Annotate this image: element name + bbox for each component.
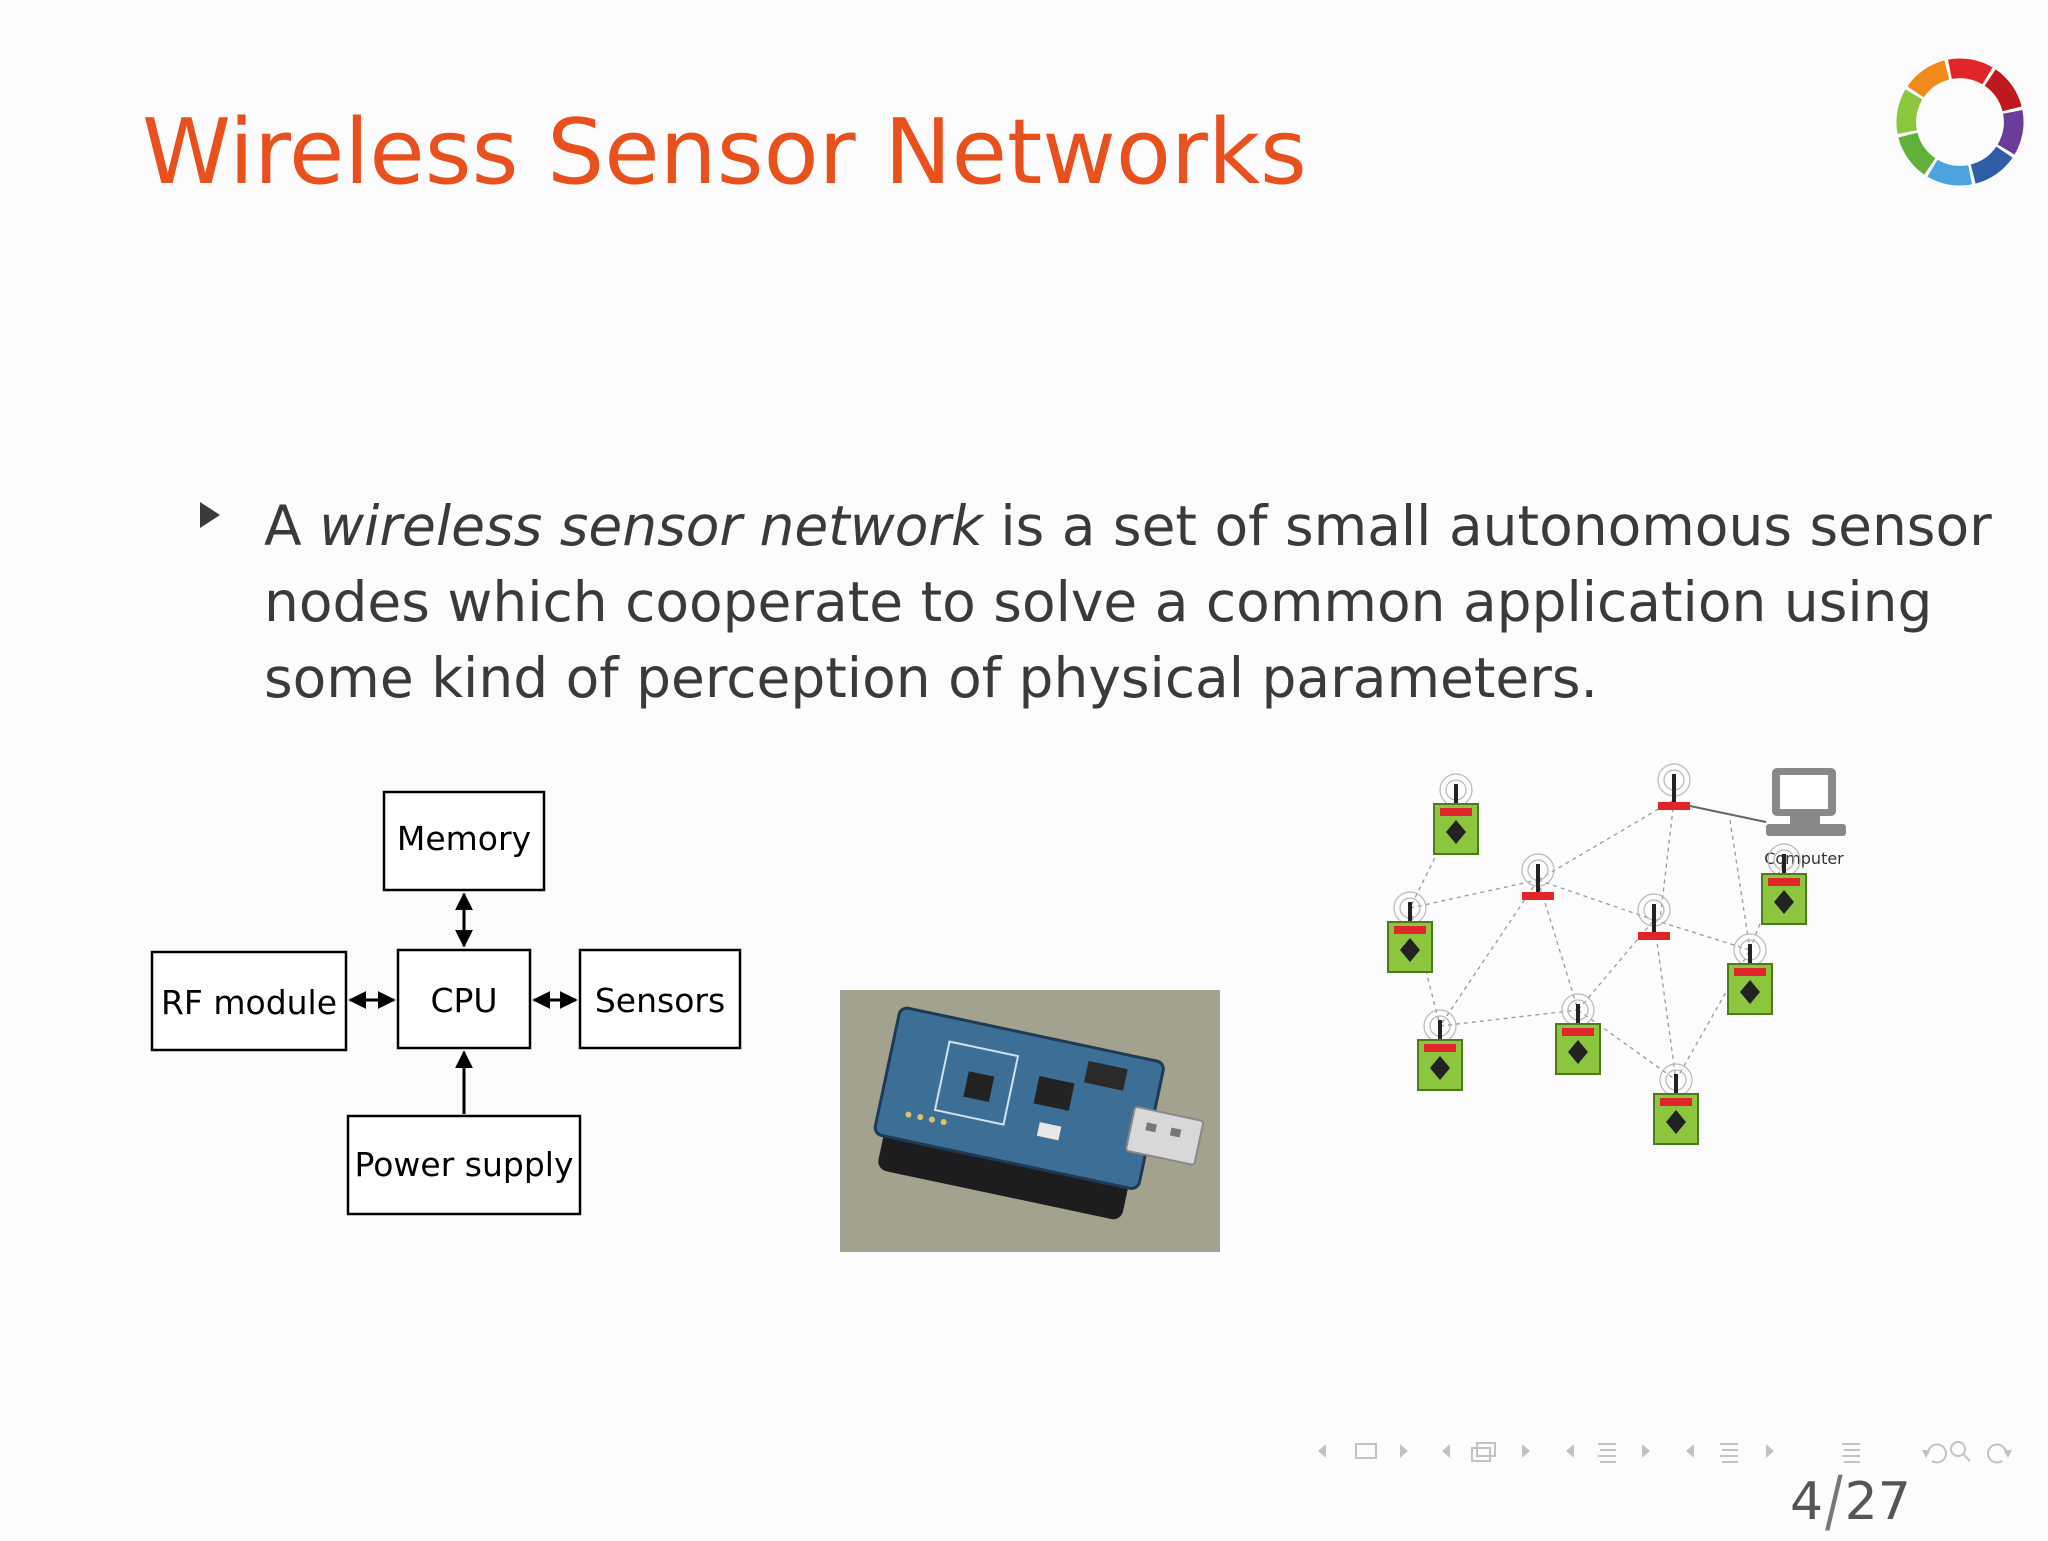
rf-module-box: RF module [150,950,348,1052]
search-icon[interactable] [1950,1441,1971,1462]
power-supply-label: Power supply [355,1145,574,1184]
slide-title: Wireless Sensor Networks [142,100,1307,205]
subsection-icon[interactable] [1471,1442,1496,1462]
nav-document-next-arrow[interactable] [1766,1444,1774,1458]
logo-icon [1896,58,2024,186]
navigation-bar [1318,1441,2012,1464]
bullet-text: A wireless sensor network is a set of sm… [264,488,1992,716]
sensor-node-block-diagram: Memory CPU RF module Sensors Power suppl… [150,790,742,1216]
relay-node-2 [1637,893,1671,940]
relay-node-1 [1521,853,1555,900]
relay-node-3 [1657,763,1691,810]
back-icon[interactable] [1922,1443,1947,1464]
computer-icon: Computer [1764,768,1846,868]
bullet-triangle-icon [200,502,220,528]
page-number: 4/27 [1790,1463,1911,1541]
page-total: 27 [1844,1472,1911,1532]
rf-module-label: RF module [161,983,337,1022]
sensor-network-diagram: Computer [1387,763,1846,1145]
sensor-node-1 [1433,773,1479,855]
bullet-line-2: nodes which cooperate to solve a common … [264,570,1933,634]
nav-section-next-arrow[interactable] [1642,1444,1650,1458]
sensor-node-4 [1555,993,1601,1075]
cpu-box: CPU [396,948,532,1050]
nav-frame-next-arrow[interactable] [1400,1444,1408,1458]
section-icon[interactable] [1598,1443,1616,1463]
power-supply-box: Power supply [346,1114,582,1216]
memory-label: Memory [397,819,531,858]
computer-label: Computer [1764,849,1844,868]
sensor-node-5 [1653,1063,1699,1145]
cpu-label: CPU [430,981,497,1020]
nav-document-prev-arrow[interactable] [1686,1444,1694,1458]
nav-subsection-next-arrow[interactable] [1522,1444,1530,1458]
nav-frame-prev-arrow[interactable] [1318,1444,1326,1458]
memory-box: Memory [382,790,546,892]
bullet-line-3: some kind of perception of physical para… [264,646,1599,710]
sensor-node-photo [840,990,1220,1252]
sensor-node-2 [1387,891,1433,973]
sensor-node-6 [1727,933,1773,1015]
sensors-label: Sensors [595,981,725,1020]
sensors-box: Sensors [578,948,742,1050]
nav-section-prev-arrow[interactable] [1566,1444,1574,1458]
sensor-node-7 [1761,843,1807,925]
document-icon[interactable] [1720,1443,1738,1463]
frame-icon[interactable] [1355,1443,1377,1459]
sensor-node-3 [1417,1009,1463,1091]
bullet-line-1: A wireless sensor network is a set of sm… [264,494,1992,558]
appendix-icon[interactable] [1842,1443,1860,1463]
nav-subsection-prev-arrow[interactable] [1442,1444,1450,1458]
emphasis-term: wireless sensor network [319,494,983,558]
forward-icon[interactable] [1987,1443,2012,1464]
page-current: 4 [1790,1472,1824,1532]
